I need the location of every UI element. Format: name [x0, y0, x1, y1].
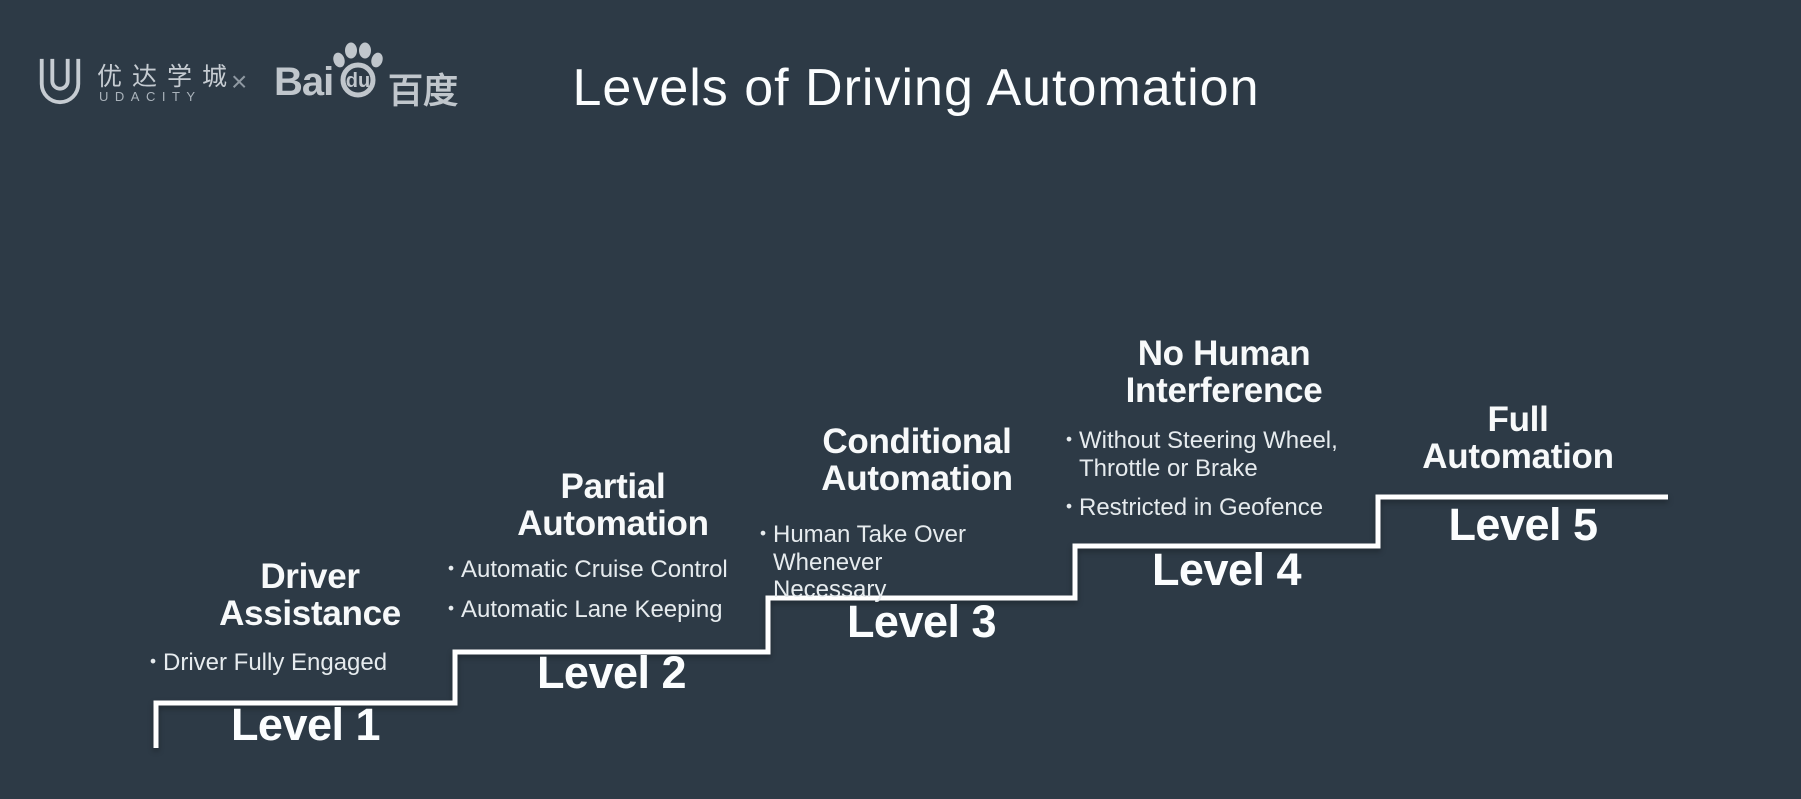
level-1-bullets: Driver Fully Engaged	[150, 649, 387, 689]
level-4-heading: No Human Interference	[1049, 335, 1399, 409]
bullet-item: Without Steering Wheel, Throttle or Brak…	[1066, 427, 1348, 482]
level-2-label: Level 2	[536, 647, 687, 698]
baidu-paw-icon: du	[333, 42, 383, 98]
logo-separator: ×	[231, 66, 248, 97]
level-5-heading-line: Automation	[1422, 437, 1614, 477]
level-3-bullets: Human Take Over Whenever Necessary	[760, 521, 988, 616]
level-4-label: Level 4	[1151, 544, 1302, 595]
udacity-logo-wordmark: UDACITY	[99, 89, 202, 104]
level-2-heading-line: Automation	[517, 504, 709, 544]
level-2-heading: Partial Automation	[438, 468, 788, 542]
baidu-logo-du: du	[346, 70, 370, 92]
bullet-item: Restricted in Geofence	[1066, 494, 1348, 522]
level-5-heading: Full Automation	[1343, 401, 1693, 475]
baidu-logo-chinese: 百度	[388, 72, 459, 111]
bullet-item: Automatic Lane Keeping	[448, 596, 728, 624]
level-3-heading-line: Conditional	[822, 422, 1012, 461]
bullet-item: Human Take Over Whenever Necessary	[760, 521, 988, 604]
udacity-u-icon	[39, 58, 81, 104]
logo-bar: 优达学城 UDACITY × Bai du 百度	[0, 0, 480, 130]
level-3-heading-line: Automation	[821, 459, 1013, 499]
level-3-heading: Conditional Automation	[742, 423, 1092, 497]
level-4-heading-line: Interference	[1125, 371, 1323, 411]
level-3-label: Level 3	[846, 596, 997, 647]
bullet-item: Automatic Cruise Control	[448, 556, 728, 584]
level-1-heading-line: Driver	[260, 557, 360, 596]
level-5-label: Level 5	[1448, 499, 1598, 550]
level-1-heading: Driver Assistance	[135, 558, 485, 632]
level-1-heading-line: Assistance	[219, 594, 401, 634]
level-2-bullets: Automatic Cruise Control Automatic Lane …	[448, 556, 728, 635]
bullet-item: Driver Fully Engaged	[150, 649, 387, 677]
baidu-logo-bai: Bai	[274, 60, 334, 104]
level-5-heading-line: Full	[1487, 400, 1549, 439]
udacity-logo-chinese: 优达学城	[97, 63, 238, 91]
page-title: Levels of Driving Automation	[572, 59, 1260, 117]
level-1-label: Level 1	[230, 699, 381, 750]
level-2-heading-line: Partial	[560, 467, 666, 506]
level-4-heading-line: No Human	[1137, 334, 1311, 373]
level-4-bullets: Without Steering Wheel, Throttle or Brak…	[1066, 427, 1348, 534]
